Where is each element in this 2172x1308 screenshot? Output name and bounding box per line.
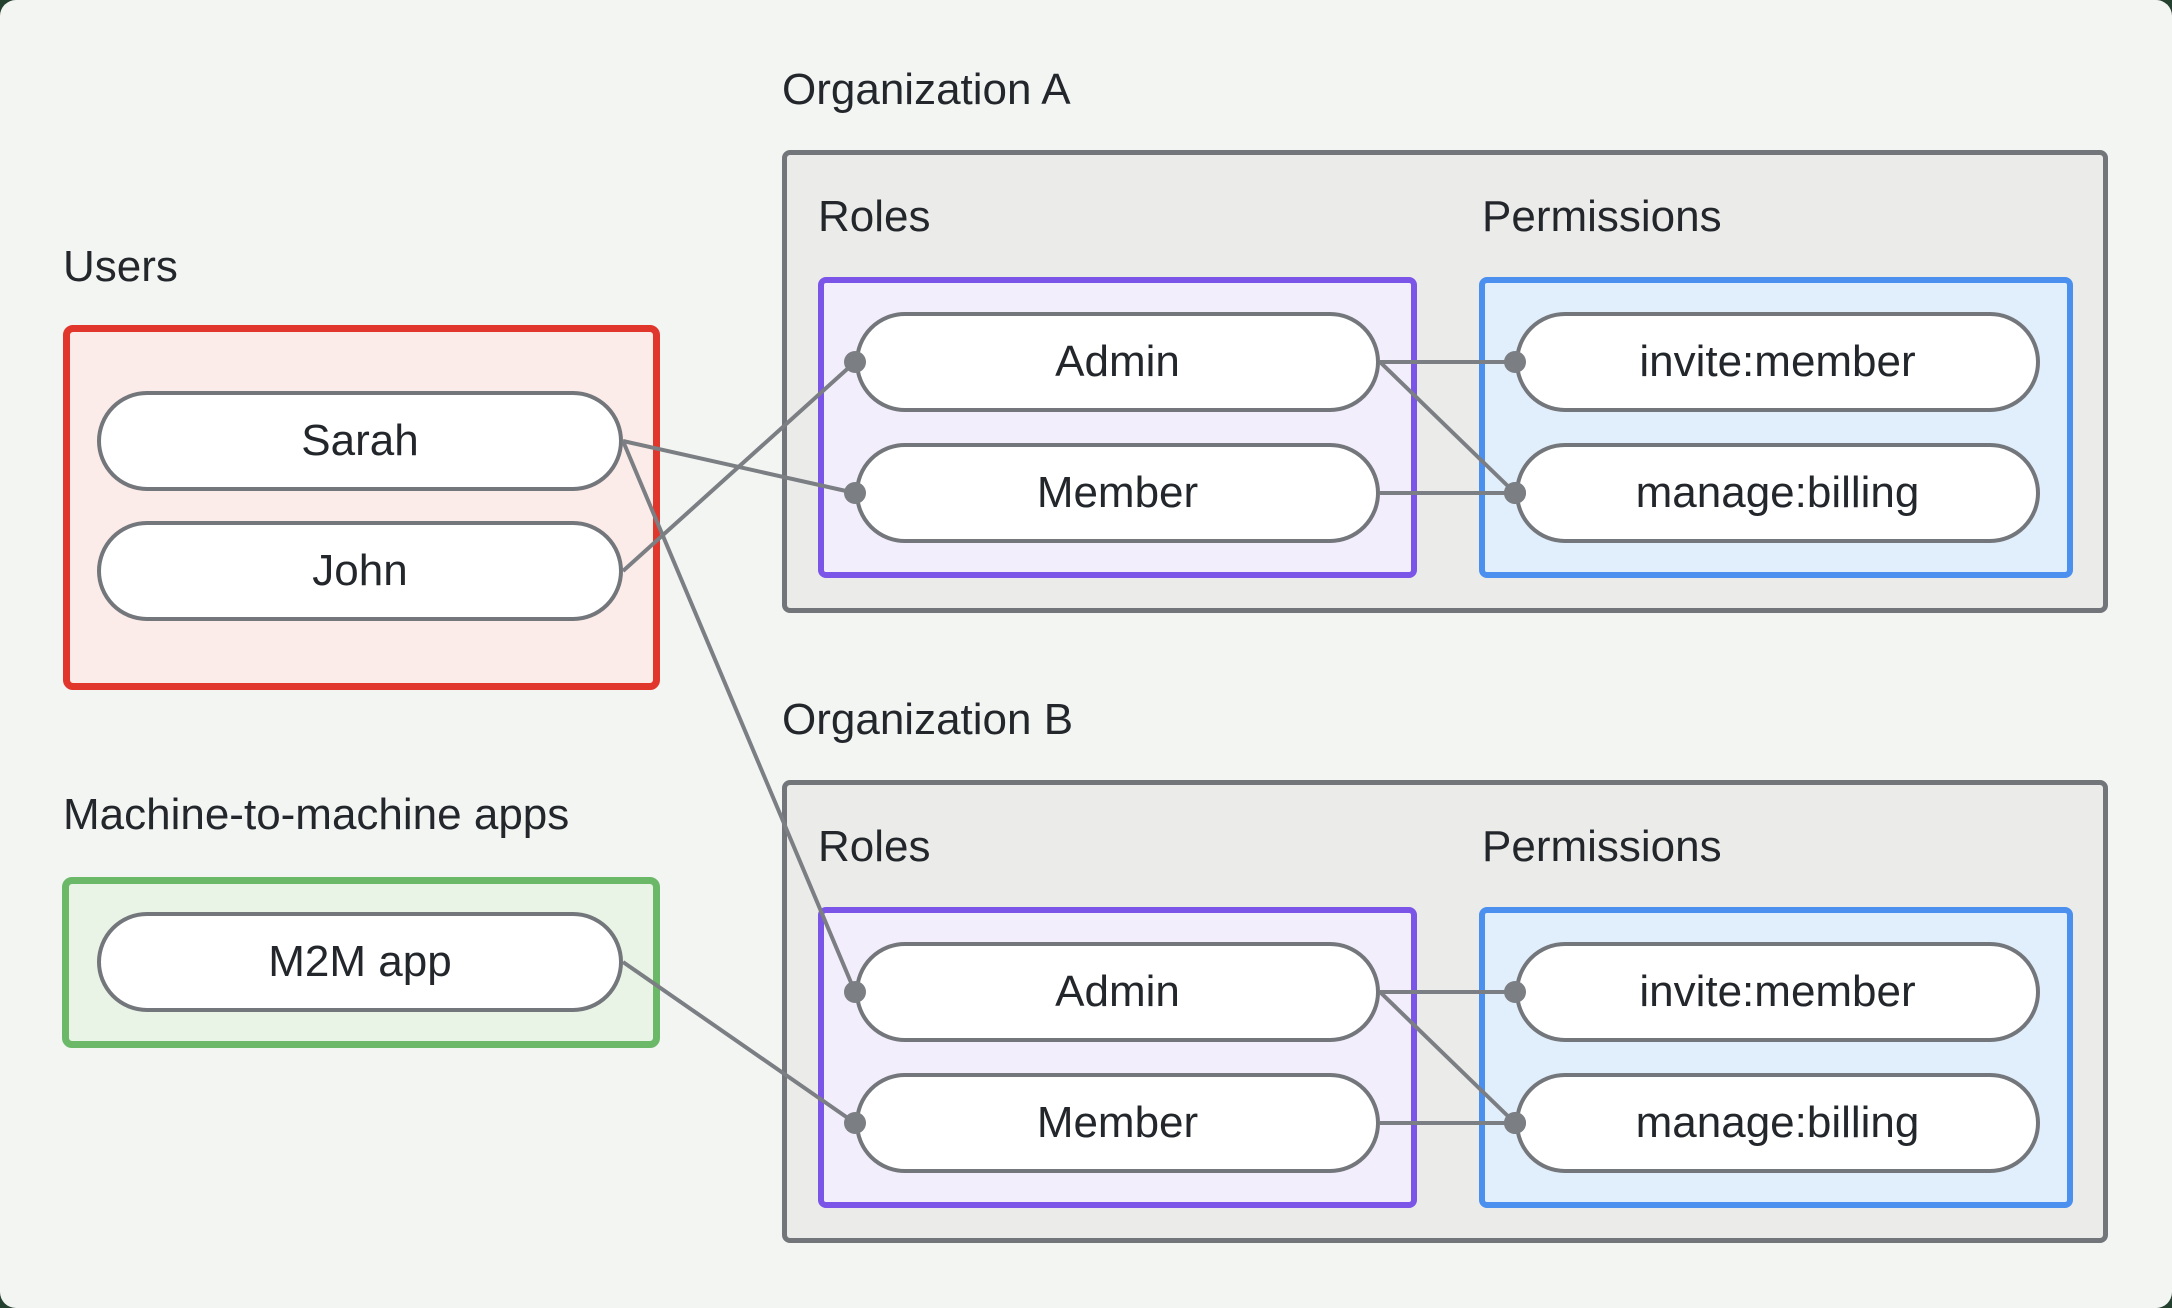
m2m-label: Machine-to-machine apps (63, 790, 570, 839)
org-a-permissions-label: Permissions (1482, 192, 1722, 241)
node-john-pill: John (97, 521, 623, 621)
node-sarah-pill: Sarah (97, 391, 623, 491)
node-org-a-admin-pill: Admin (855, 312, 1380, 412)
users-label: Users (63, 242, 178, 291)
node-org-b-member-pill: Member (855, 1073, 1380, 1173)
org-b-title: Organization B (782, 695, 1074, 744)
users-group-box (63, 325, 660, 690)
org-a-roles-label: Roles (818, 192, 931, 241)
node-org-b-manage-billing-pill: manage:billing (1515, 1073, 2040, 1173)
org-b-roles-label: Roles (818, 822, 931, 871)
node-org-a-manage-billing-pill: manage:billing (1515, 443, 2040, 543)
node-org-a-invite-member-pill: invite:member (1515, 312, 2040, 412)
node-org-a-member-pill: Member (855, 443, 1380, 543)
node-org-b-invite-member-pill: invite:member (1515, 942, 2040, 1042)
org-a-title: Organization A (782, 65, 1071, 114)
org-b-permissions-label: Permissions (1482, 822, 1722, 871)
node-m2m-pill: M2M app (97, 912, 623, 1012)
node-org-b-admin-pill: Admin (855, 942, 1380, 1042)
